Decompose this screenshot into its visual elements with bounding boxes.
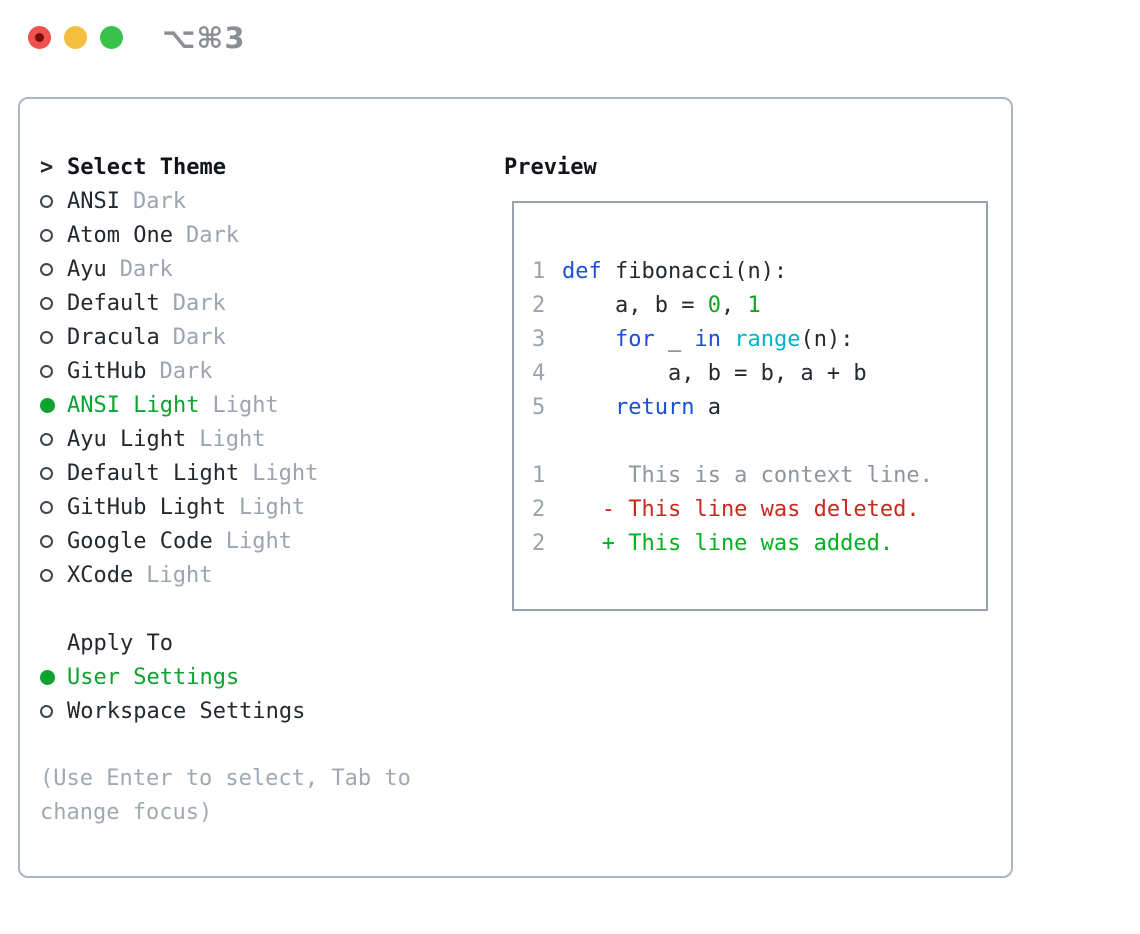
- theme-list-item[interactable]: Default Light Light: [40, 456, 318, 490]
- apply-to-title: Apply To: [67, 630, 173, 656]
- code-text: def fibonacci(n):: [562, 258, 788, 284]
- theme-variant-tag: Dark: [159, 358, 213, 384]
- radio-icon: [40, 397, 55, 413]
- code-line: 4 a, b = b, a + b: [532, 356, 986, 390]
- code-line: 1 def fibonacci(n):: [532, 254, 986, 288]
- code-line: 2 a, b = 0, 1: [532, 288, 986, 322]
- theme-list-item[interactable]: ANSI Light Light: [40, 388, 318, 422]
- radio-icon: [40, 466, 53, 480]
- theme-list-header: > Select Theme: [40, 150, 318, 184]
- code-text: return a: [614, 394, 721, 420]
- close-dot-icon: [35, 33, 44, 42]
- theme-name: Google Code: [67, 528, 213, 554]
- code-line: 2 - This line was deleted.: [532, 492, 986, 526]
- theme-name: Dracula: [67, 324, 160, 350]
- apply-option-label: Workspace Settings: [67, 698, 306, 724]
- theme-list-item[interactable]: Default Dark: [40, 286, 318, 320]
- theme-variant-tag: Light: [238, 494, 306, 520]
- apply-option-label: User Settings: [67, 664, 240, 690]
- radio-icon: [40, 296, 53, 310]
- radio-icon: [40, 500, 53, 514]
- theme-name: Atom One: [67, 222, 173, 248]
- window-title: ⌥⌘3: [162, 21, 246, 55]
- minimize-button[interactable]: [64, 26, 87, 49]
- code-text: + This line was added.: [562, 530, 894, 556]
- theme-name: Default: [67, 290, 160, 316]
- preview-header: Preview: [504, 150, 597, 184]
- code-text: for _ in range(n):: [614, 326, 854, 352]
- theme-picker-panel: > Select Theme ANSI Dark Atom One Dark A…: [18, 97, 1013, 878]
- theme-list-item[interactable]: Google Code Light: [40, 524, 318, 558]
- theme-name: GitHub: [67, 358, 147, 384]
- theme-variant-tag: Light: [252, 460, 319, 486]
- radio-icon: [40, 330, 53, 344]
- line-number: 1: [532, 462, 546, 488]
- theme-variant-tag: Dark: [172, 290, 226, 316]
- radio-icon: [40, 704, 53, 718]
- theme-list-item[interactable]: Ayu Dark: [40, 252, 318, 286]
- theme-variant-tag: Dark: [119, 256, 173, 282]
- theme-name: Ayu: [67, 256, 107, 282]
- code-text: This is a context line.: [562, 462, 933, 488]
- theme-variant-tag: Light: [146, 562, 213, 588]
- radio-icon: [40, 194, 53, 208]
- code-line: 2 + This line was added.: [532, 526, 986, 560]
- theme-list-item[interactable]: ANSI Dark: [40, 184, 318, 218]
- apply-to-section: Apply To User Settings Workspace Setting…: [40, 626, 305, 728]
- theme-list-item[interactable]: Ayu Light Light: [40, 422, 318, 456]
- theme-variant-tag: Dark: [132, 188, 186, 214]
- radio-icon: [40, 262, 53, 276]
- code-text: - This line was deleted.: [562, 496, 920, 522]
- theme-list-item[interactable]: GitHub Dark: [40, 354, 318, 388]
- theme-name: ANSI: [67, 188, 120, 214]
- zoom-button[interactable]: [100, 26, 123, 49]
- radio-icon: [40, 534, 53, 548]
- code-line: 3 for _ in range(n):: [532, 322, 986, 356]
- theme-list-item[interactable]: Atom One Dark: [40, 218, 318, 252]
- line-number: 2: [532, 530, 546, 556]
- code-line: 5 return a: [532, 390, 986, 424]
- theme-variant-tag: Light: [225, 528, 292, 554]
- radio-icon: [40, 568, 53, 582]
- theme-variant-tag: Dark: [172, 324, 226, 350]
- radio-icon: [40, 228, 53, 242]
- theme-name: GitHub Light: [67, 494, 226, 520]
- apply-option[interactable]: User Settings: [40, 660, 305, 694]
- line-number: 1: [532, 258, 546, 284]
- radio-icon: [40, 364, 53, 378]
- theme-variant-tag: Dark: [185, 222, 239, 248]
- theme-variant-tag: Light: [212, 392, 279, 418]
- line-number: 5: [532, 394, 546, 420]
- line-number: 4: [532, 360, 546, 386]
- theme-name: Default Light: [67, 460, 240, 486]
- line-number: 2: [532, 496, 546, 522]
- apply-option[interactable]: Workspace Settings: [40, 694, 305, 728]
- theme-list-title: Select Theme: [67, 154, 226, 180]
- apply-to-header: Apply To: [40, 626, 305, 660]
- code-line: [532, 424, 986, 458]
- preview-title: Preview: [504, 154, 597, 180]
- theme-list-item[interactable]: XCode Light: [40, 558, 318, 592]
- help-text: (Use Enter to select, Tab to change focu…: [40, 766, 411, 825]
- theme-name: XCode: [67, 562, 134, 588]
- theme-name: ANSI Light: [67, 392, 200, 418]
- theme-list: > Select Theme ANSI Dark Atom One Dark A…: [40, 150, 318, 592]
- theme-list-item[interactable]: Dracula Dark: [40, 320, 318, 354]
- line-number: 2: [532, 292, 546, 318]
- code-text: a, b = b, a + b: [562, 360, 867, 386]
- theme-variant-tag: Light: [199, 426, 266, 452]
- theme-list-item[interactable]: GitHub Light Light: [40, 490, 318, 524]
- radio-icon: [40, 669, 55, 685]
- code-preview-box: 1 def fibonacci(n): 2 a, b = 0, 1 3 for …: [512, 201, 988, 611]
- close-button[interactable]: [28, 26, 51, 49]
- code-line: 1 This is a context line.: [532, 458, 986, 492]
- radio-icon: [40, 432, 53, 446]
- theme-name: Ayu Light: [67, 426, 187, 452]
- line-number: 3: [532, 326, 546, 352]
- prompt-icon: >: [40, 154, 54, 180]
- code-text: a, b = 0, 1: [562, 292, 761, 318]
